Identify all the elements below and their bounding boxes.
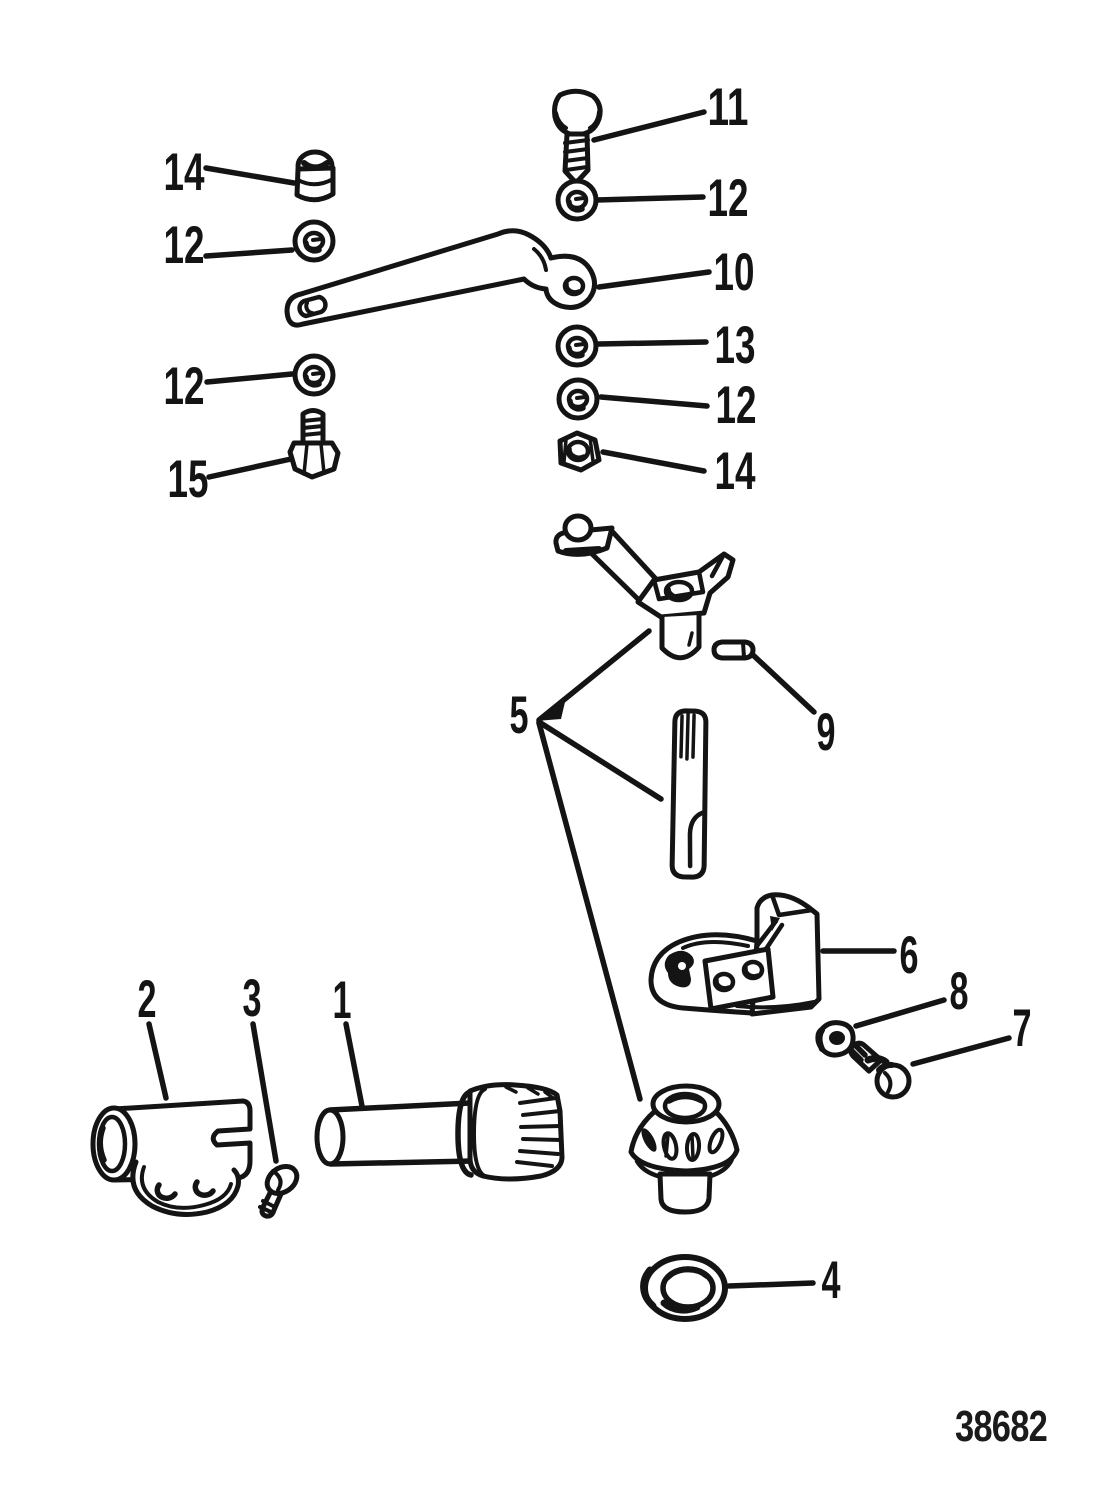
callout-label-2: 2 <box>138 970 157 1029</box>
leader-line-11 <box>591 109 707 143</box>
callout-label-9: 9 <box>817 703 836 762</box>
callout-label-14-top-left: 14 <box>164 143 205 202</box>
leader-line-12-right <box>598 394 710 409</box>
leader-line-12-left-upper <box>203 247 295 259</box>
callout-label-12-right: 12 <box>716 376 757 435</box>
leader-line-1 <box>343 1021 365 1109</box>
callout-label-14-right: 14 <box>715 442 756 501</box>
leader-lines <box>146 109 1012 1289</box>
leader-line-7 <box>910 1035 1012 1067</box>
leader-line-13 <box>596 339 709 347</box>
leader-line-10 <box>596 269 712 290</box>
part-8-nut <box>815 1020 856 1058</box>
part-12-washer-left-lower <box>295 356 333 394</box>
part-3-screw <box>258 1164 300 1219</box>
part-11-screw <box>552 88 603 186</box>
leader-line-5-to-shaft <box>536 719 664 802</box>
callout-label-3: 3 <box>243 969 262 1028</box>
callout-label-11: 11 <box>708 78 749 137</box>
callout-labels: 11 12 14 12 10 13 12 14 12 15 5 9 6 8 7 … <box>138 78 1032 1310</box>
callout-label-4: 4 <box>822 1251 841 1310</box>
callout-label-7: 7 <box>1013 999 1032 1058</box>
part-10-lever-arm <box>284 228 597 328</box>
leader-line-14-top-left <box>203 165 297 186</box>
leader-line-2 <box>146 1021 169 1101</box>
callout-label-12-left-lower: 12 <box>164 357 205 416</box>
part-4-washer <box>640 1254 728 1322</box>
part-6-bracket <box>648 892 822 1017</box>
callout-label-5: 5 <box>510 686 529 745</box>
callout-label-1: 1 <box>333 971 352 1030</box>
part-5-grommet <box>628 1083 740 1215</box>
part-7-screw <box>848 1040 912 1100</box>
callout-label-8: 8 <box>950 962 969 1021</box>
leader-line-9 <box>750 652 817 715</box>
leader-line-3 <box>250 1021 279 1164</box>
drawing-number: 38682 <box>955 1402 1047 1451</box>
callout-label-15: 15 <box>168 450 209 509</box>
leader-line-4 <box>726 1280 816 1289</box>
leader-line-5-to-grommet <box>536 720 643 1102</box>
leader-line-12-left-lower <box>204 371 295 385</box>
callout-label-12-top-right: 12 <box>708 169 749 228</box>
part-15-screw <box>287 408 341 480</box>
part-5-lever-bracket <box>553 513 736 661</box>
part-12-washer-top-right <box>558 181 596 219</box>
part-5-shaft <box>669 708 709 880</box>
leader-line-12-top-right <box>594 194 706 203</box>
part-14-nut-right <box>557 430 602 473</box>
part-12-washer-right <box>559 380 597 418</box>
callout-label-13: 13 <box>715 316 756 375</box>
leader-line-15 <box>206 456 294 480</box>
part-13-washer <box>558 327 596 365</box>
callout-label-10: 10 <box>714 243 755 302</box>
part-2-sleeve-bracket <box>90 1098 253 1217</box>
leader-line-8 <box>853 997 947 1029</box>
part-1-shaft-knob <box>314 1082 565 1182</box>
callout-label-12-left-upper: 12 <box>164 216 205 275</box>
leader-arrowhead-5 <box>536 702 565 721</box>
part-9-pin <box>711 639 756 661</box>
part-14-locknut-top-left <box>294 149 336 203</box>
leader-line-5-to-bracket <box>536 628 652 723</box>
leader-line-14-right <box>600 449 707 474</box>
part-12-washer-left-upper <box>295 222 333 260</box>
callout-label-6: 6 <box>900 926 919 985</box>
